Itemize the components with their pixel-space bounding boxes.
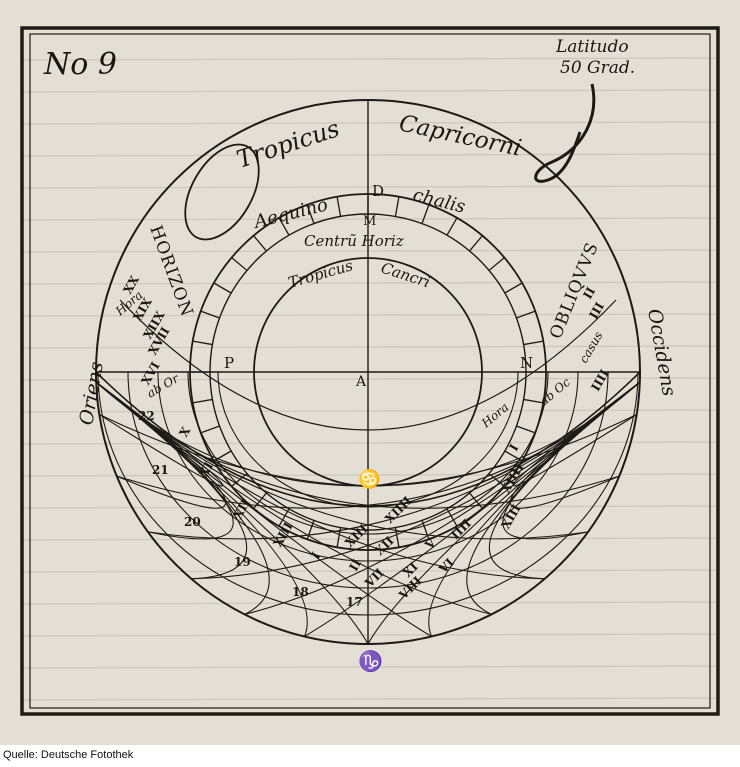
hour-curve-right xyxy=(488,381,640,580)
point-a-label: A xyxy=(355,374,367,390)
degree-tick xyxy=(192,340,213,346)
point-n-label: N xyxy=(520,354,533,372)
degree-tick xyxy=(523,340,544,346)
degree-tick xyxy=(200,310,220,319)
degree-tick xyxy=(192,398,213,404)
degree-tick xyxy=(336,196,342,217)
degree-tick xyxy=(516,310,536,319)
hour-curve-left xyxy=(96,381,227,509)
degree-tick xyxy=(394,527,400,548)
horizon-arc xyxy=(95,371,641,507)
degree-tick xyxy=(253,492,267,509)
degree-tick xyxy=(446,508,458,527)
degree-tick xyxy=(231,473,248,487)
point-d-label: D xyxy=(372,182,384,200)
engraved-plate: No 9 Latitudo 50 Grad. Tropicus Capricor… xyxy=(0,0,740,745)
equator-degree-ticks xyxy=(190,194,546,550)
latitude-label-line2: 50 Grad. xyxy=(560,58,635,78)
latitude-flourish xyxy=(534,83,596,183)
degree-tick xyxy=(278,508,290,527)
number-mark: No 9 xyxy=(43,47,117,82)
point-p-label: P xyxy=(224,354,234,372)
degree-tick xyxy=(469,235,483,252)
horizon-inner-arc xyxy=(119,299,617,431)
plate-number: No 9 xyxy=(43,47,117,82)
hour-line-network xyxy=(96,371,640,644)
babylonic-hour-numeral-right: XI xyxy=(196,459,216,479)
inner-frame xyxy=(29,33,711,709)
hour-curve-left xyxy=(96,381,248,580)
degree-tick xyxy=(504,450,523,462)
degree-tick xyxy=(394,196,400,217)
degree-tick xyxy=(200,425,220,434)
outer-frame xyxy=(20,26,720,716)
latitude-label-line1: Latitudo xyxy=(555,37,629,57)
hour-curve-left xyxy=(96,381,224,487)
nadir-sign: ♑ xyxy=(358,649,383,673)
hour-curve-right xyxy=(99,381,640,487)
image-source-caption: Quelle: Deutsche Fotothek xyxy=(3,749,134,761)
degree-tick xyxy=(213,450,232,462)
point-m-label: M xyxy=(363,214,376,229)
degree-tick xyxy=(336,527,342,548)
degree-tick xyxy=(488,473,505,487)
degree-tick xyxy=(253,235,267,252)
degree-tick xyxy=(469,492,483,509)
babylonic-hour-numeral: 17 xyxy=(346,595,363,609)
babylonic-hour-numeral: 19 xyxy=(234,555,251,569)
degree-tick xyxy=(446,217,458,236)
degree-tick xyxy=(504,282,523,294)
degree-tick xyxy=(213,282,232,294)
astrolabe-diagram: No 9 Latitudo 50 Grad. Tropicus Capricor… xyxy=(0,0,740,745)
babylonic-hour-numeral: 18 xyxy=(292,585,309,599)
degree-tick xyxy=(421,204,430,224)
babylonic-hour-numeral: 21 xyxy=(152,463,169,477)
degree-tick xyxy=(488,257,505,271)
degree-tick xyxy=(421,520,430,540)
centrum-horizontis-label: Centrũ Horiz xyxy=(304,232,404,250)
zenith-sign: ♋ xyxy=(358,468,380,490)
degree-tick xyxy=(523,398,544,404)
hour-curve-right xyxy=(512,381,640,487)
hour-curve-left xyxy=(96,381,234,540)
tropicus-flourish xyxy=(184,143,260,241)
babylonic-hour-numeral: 20 xyxy=(184,515,201,529)
degree-tick xyxy=(516,425,536,434)
hour-curve-right xyxy=(509,381,640,509)
degree-tick xyxy=(231,257,248,271)
babylonic-hour-numeral: 22 xyxy=(138,409,155,423)
hour-curve-right xyxy=(502,381,640,540)
degree-tick xyxy=(306,520,315,540)
degree-tick xyxy=(306,204,315,224)
degree-tick xyxy=(278,217,290,236)
